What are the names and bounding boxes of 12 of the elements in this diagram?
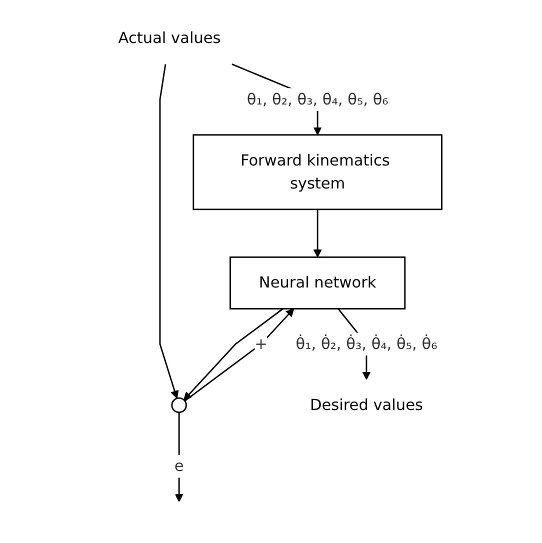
arrow [175, 412, 184, 502]
node-box: Neural network [230, 256, 406, 310]
edge-label: θ̇₁, θ̇₂, θ̇₃, θ̇₄, θ̇₅, θ̇₆ [296, 334, 438, 353]
node-text: Desired values [310, 396, 424, 414]
node-text: Actual values [118, 28, 222, 48]
edge-label: e [174, 456, 184, 475]
arrow [160, 64, 180, 399]
node-circle [172, 397, 188, 414]
edge-label: + [255, 334, 268, 353]
node-box: Forward kinematics system [193, 134, 443, 210]
arrow [314, 209, 322, 258]
edge-label: θ₁, θ₂, θ₃, θ₄, θ₅, θ₆ [247, 90, 389, 108]
